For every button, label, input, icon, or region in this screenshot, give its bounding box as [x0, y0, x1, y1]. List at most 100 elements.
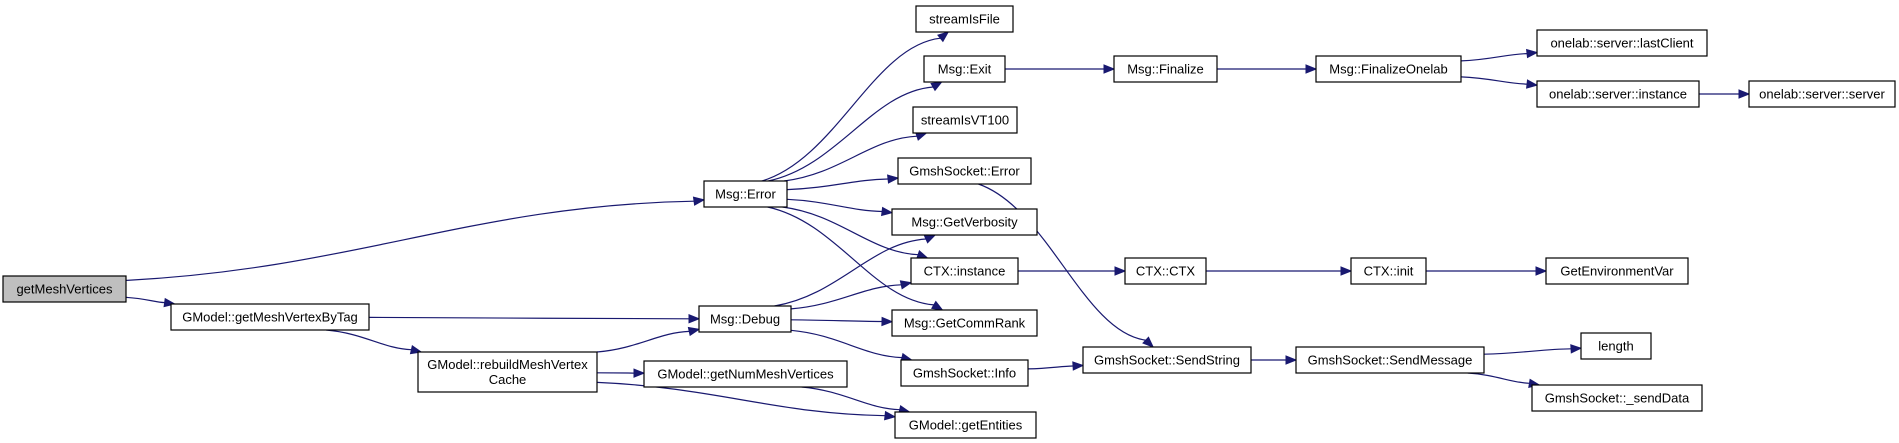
arrowhead-icon	[916, 250, 929, 260]
node-label: GmshSocket::Info	[913, 366, 1016, 381]
call-edges	[125, 31, 1751, 421]
node-msg-finalize[interactable]: Msg::Finalize	[1113, 55, 1218, 83]
node-box	[2, 275, 127, 303]
node-gs-info[interactable]: GmshSocket::Info	[900, 359, 1029, 387]
node-box	[1580, 332, 1652, 360]
node-box	[1295, 346, 1485, 374]
arrowhead-icon	[884, 410, 897, 421]
node-label: GmshSocket::_sendData	[1545, 391, 1690, 406]
node-box	[897, 157, 1032, 185]
node-finalize-onelab[interactable]: Msg::FinalizeOnelab	[1315, 55, 1462, 83]
node-box	[910, 257, 1019, 285]
node-label: GModel::getMeshVertexByTag	[182, 310, 358, 325]
node-ctx-init[interactable]: CTX::init	[1350, 257, 1427, 285]
node-box	[1748, 80, 1896, 108]
node-ol-instance[interactable]: onelab::server::instance	[1536, 80, 1700, 108]
arrowhead-icon	[688, 314, 701, 324]
edge-line	[1460, 76, 1528, 85]
node-box	[417, 351, 598, 393]
edge-get-mesh-vertices-to-get-mesh-vertex-by-tag	[125, 296, 176, 308]
node-ol-server[interactable]: onelab::server::server	[1748, 80, 1896, 108]
edge-msg-exit-to-msg-finalize	[1005, 64, 1116, 74]
arrowhead-icon	[1103, 64, 1116, 74]
node-msg-error[interactable]: Msg::Error	[703, 180, 788, 208]
node-get-verbosity[interactable]: Msg::GetVerbosity	[891, 208, 1038, 236]
edge-finalize-onelab-to-last-client	[1460, 48, 1539, 62]
node-stream-is-file[interactable]: streamIsFile	[915, 5, 1014, 33]
node-send-data[interactable]: GmshSocket::_sendData	[1531, 384, 1703, 412]
edge-get-mesh-vertex-by-tag-to-msg-debug	[368, 314, 701, 324]
node-ctx-ctor[interactable]: CTX::CTX	[1124, 257, 1207, 285]
node-get-num-mesh-vertices[interactable]: GModel::getNumMeshVertices	[643, 360, 848, 388]
edge-msg-debug-to-get-comm-rank	[790, 316, 894, 327]
node-get-mesh-vertices[interactable]: getMeshVertices	[2, 275, 127, 303]
node-length[interactable]: length	[1580, 332, 1652, 360]
arrowhead-icon	[899, 280, 913, 290]
edge-line	[596, 330, 690, 353]
node-label: GmshSocket::Error	[909, 164, 1020, 179]
node-label: onelab::server::lastClient	[1550, 36, 1693, 51]
arrowhead-icon	[692, 196, 706, 206]
edge-msg-finalize-to-finalize-onelab	[1217, 64, 1318, 74]
edge-line	[767, 206, 934, 306]
node-send-string[interactable]: GmshSocket::SendString	[1082, 346, 1252, 374]
edge-msg-debug-to-ctx-instance	[790, 280, 913, 310]
node-label: getMeshVertices	[16, 282, 113, 297]
function-nodes: getMeshVerticesGModel::getMeshVertexByTa…	[2, 5, 1896, 439]
node-label: length	[1598, 339, 1633, 354]
node-box	[643, 360, 848, 388]
edge-finalize-onelab-to-ol-instance	[1460, 76, 1539, 89]
node-get-env-var[interactable]: GetEnvironmentVar	[1545, 257, 1689, 285]
arrowhead-icon	[1114, 266, 1127, 276]
node-box	[1124, 257, 1207, 285]
node-get-entities[interactable]: GModel::getEntities	[894, 411, 1037, 439]
node-stream-is-vt100[interactable]: streamIsVT100	[912, 106, 1018, 134]
node-box	[1315, 55, 1462, 83]
arrowhead-icon	[1340, 266, 1353, 276]
arrowhead-icon	[1285, 355, 1298, 365]
edge-rebuild-to-get-entities	[596, 381, 897, 421]
arrowhead-icon	[1535, 266, 1548, 276]
edge-rebuild-to-get-num-mesh-vertices	[596, 368, 646, 378]
edge-line	[761, 37, 941, 182]
node-send-message[interactable]: GmshSocket::SendMessage	[1295, 346, 1485, 374]
edge-ctx-ctor-to-ctx-init	[1205, 266, 1353, 276]
node-label: GetEnvironmentVar	[1560, 264, 1674, 279]
edge-line	[1460, 53, 1528, 62]
node-get-comm-rank[interactable]: Msg::GetCommRank	[891, 309, 1038, 337]
node-get-mesh-vertex-by-tag[interactable]: GModel::getMeshVertexByTag	[170, 303, 370, 331]
node-label: Msg::GetVerbosity	[911, 215, 1018, 230]
node-box	[1082, 346, 1252, 374]
node-label: GModel::rebuildMeshVertex	[427, 357, 588, 372]
node-box	[1545, 257, 1689, 285]
edge-ctx-instance-to-ctx-ctor	[1017, 266, 1127, 276]
arrowhead-icon	[930, 300, 944, 311]
edge-line	[1467, 372, 1530, 384]
node-label: Msg::Exit	[938, 62, 992, 77]
edge-line	[326, 329, 412, 351]
arrowhead-icon	[937, 31, 950, 43]
node-last-client[interactable]: onelab::server::lastClient	[1536, 29, 1708, 57]
node-label: streamIsVT100	[921, 113, 1009, 128]
edge-get-mesh-vertex-by-tag-to-rebuild	[326, 329, 423, 355]
node-box	[915, 5, 1014, 33]
edge-line	[786, 198, 883, 213]
node-label: GmshSocket::SendMessage	[1308, 353, 1473, 368]
arrowhead-icon	[687, 326, 701, 337]
node-box	[698, 305, 792, 333]
node-label: GModel::getEntities	[909, 418, 1023, 433]
edge-gs-error-to-send-string	[978, 183, 1155, 348]
edge-msg-error-to-get-verbosity	[786, 198, 894, 217]
node-msg-exit[interactable]: Msg::Exit	[923, 55, 1006, 83]
node-ctx-instance[interactable]: CTX::instance	[910, 257, 1019, 285]
arrowhead-icon	[1142, 336, 1155, 348]
node-label: CTX::init	[1364, 264, 1414, 279]
node-msg-debug[interactable]: Msg::Debug	[698, 305, 792, 333]
node-gs-error[interactable]: GmshSocket::Error	[897, 157, 1032, 185]
edge-msg-error-to-msg-exit	[768, 81, 943, 182]
arrowhead-icon	[930, 81, 943, 92]
edge-line	[978, 183, 1146, 341]
node-label: CTX::instance	[924, 264, 1006, 279]
edge-line	[790, 319, 883, 323]
